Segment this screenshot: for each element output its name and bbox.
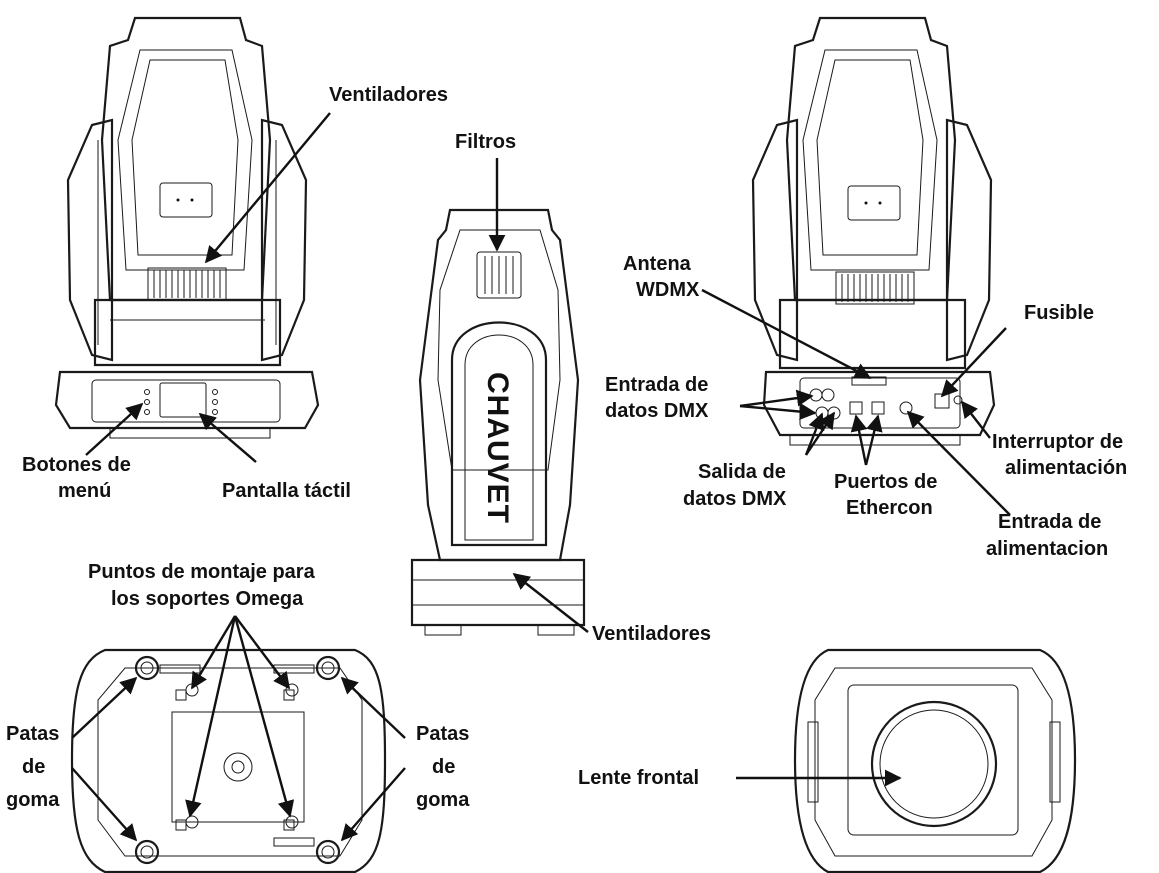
label-patas-right-line3: goma xyxy=(416,789,470,811)
side-view-fixture: CHAUVET xyxy=(410,208,586,636)
label-botones-line2: menú xyxy=(58,480,111,502)
label-fusible: Fusible xyxy=(1024,302,1094,324)
brand-logo-text: CHAUVET xyxy=(481,372,514,524)
label-entrada-dmx-line2: datos DMX xyxy=(605,400,709,422)
label-lente: Lente frontal xyxy=(578,767,699,789)
label-ventiladores-top: Ventiladores xyxy=(329,84,448,106)
label-ventiladores-side: Ventiladores xyxy=(592,623,711,645)
label-salida-dmx-line2: datos DMX xyxy=(683,488,787,510)
label-entrada-alim-line2: alimentacion xyxy=(986,538,1108,560)
fan-grill-front xyxy=(147,267,227,301)
label-patas-left-line2: de xyxy=(22,756,45,778)
front-view-fixture xyxy=(54,16,320,439)
bottom-view-fixture xyxy=(70,648,387,873)
label-patas-right-line1: Patas xyxy=(416,723,469,745)
label-botones-line1: Botones de xyxy=(22,454,131,476)
label-interruptor-line2: alimentación xyxy=(1005,457,1127,479)
label-puertos-line1: Puertos de xyxy=(834,471,937,493)
label-antena-line1: Antena xyxy=(623,253,692,275)
label-interruptor-line1: Interruptor de xyxy=(992,431,1123,453)
label-patas-left-line3: goma xyxy=(6,789,60,811)
labels: Ventiladores Filtros Antena WDMX Fusible… xyxy=(6,84,1127,811)
label-entrada-alim-line1: Entrada de xyxy=(998,511,1101,533)
lens-view-fixture xyxy=(793,648,1077,873)
label-antena-line2: WDMX xyxy=(636,279,700,301)
label-entrada-dmx-line1: Entrada de xyxy=(605,374,708,396)
label-pantalla: Pantalla táctil xyxy=(222,480,351,502)
label-puertos-line2: Ethercon xyxy=(846,497,933,519)
label-patas-left-line1: Patas xyxy=(6,723,59,745)
back-view-fixture xyxy=(751,16,996,446)
label-patas-right-line2: de xyxy=(432,756,455,778)
label-filtros: Filtros xyxy=(455,131,516,153)
arrows xyxy=(71,112,1011,842)
label-montaje-line2: los soportes Omega xyxy=(111,588,304,610)
label-montaje-line1: Puntos de montaje para xyxy=(88,561,316,583)
label-salida-dmx-line1: Salida de xyxy=(698,461,786,483)
